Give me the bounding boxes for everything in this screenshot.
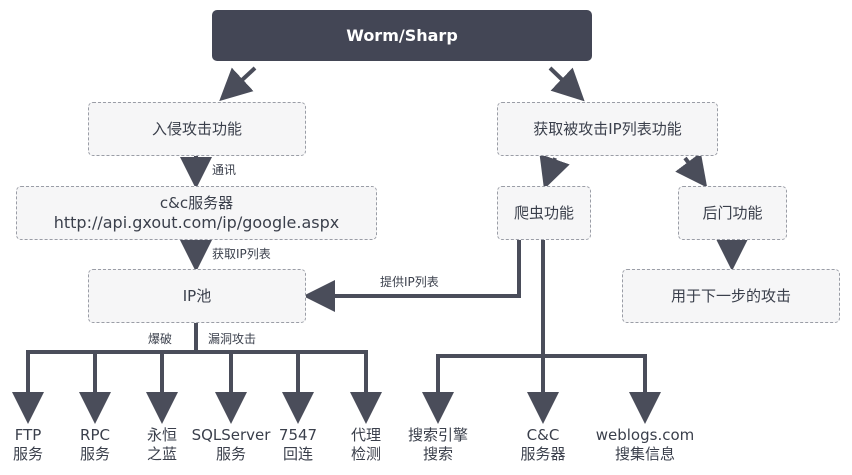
leaf-proxy-check: 代理检测	[350, 426, 382, 463]
leaf-search-engine: 搜索引擎搜索	[407, 426, 469, 463]
arrow-getlist-to-crawler	[539, 153, 570, 190]
attack-function-node: 入侵攻击功能	[88, 102, 306, 156]
leaf-eternal-blue: 永恒之蓝	[146, 426, 178, 463]
brute-force-label: 爆破	[148, 332, 173, 346]
provide-ip-list-label: 提供IP列表	[380, 275, 439, 289]
arrow-root-to-getlist	[548, 66, 585, 102]
cnc-url: http://api.gxout.com/ip/google.aspx	[53, 213, 340, 232]
next-attack-node: 用于下一步的攻击	[622, 269, 840, 323]
arrow-root-to-attack	[219, 66, 257, 102]
arrow-getlist-to-backdoor	[675, 152, 708, 188]
cnc-server-node: c&c服务器 http://api.gxout.com/ip/google.as…	[16, 186, 377, 240]
get-ip-list-node: 获取被攻击IP列表功能	[497, 102, 718, 156]
get-ip-label: 获取IP列表	[212, 247, 271, 261]
cnc-title: c&c服务器	[159, 194, 234, 212]
arrow-crawler-to-ippool	[303, 240, 521, 312]
backdoor-node: 后门功能	[678, 186, 787, 240]
crawler-node: 爬虫功能	[497, 186, 591, 240]
vuln-attack-label: 漏洞攻击	[208, 332, 257, 346]
ip-pool-node: IP池	[88, 269, 306, 323]
comm-label: 通讯	[212, 163, 237, 177]
root-node: Worm/Sharp	[212, 10, 592, 61]
